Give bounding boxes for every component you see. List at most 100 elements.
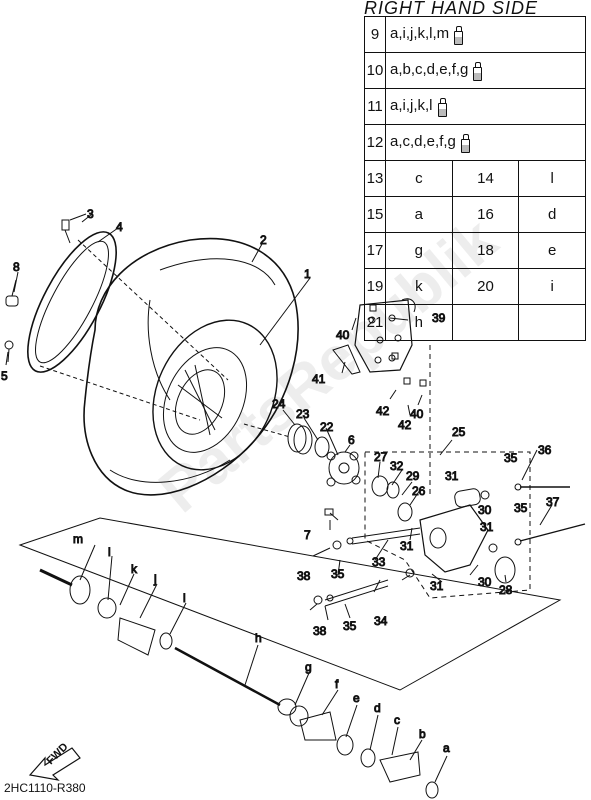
- tire: [83, 237, 299, 496]
- row-number: 17: [364, 232, 386, 269]
- label-f: f: [335, 677, 339, 691]
- grease-tube-icon: [473, 61, 483, 81]
- callout-24: 24: [272, 397, 286, 411]
- label-h: h: [255, 631, 262, 645]
- callout-31c: 31: [400, 539, 414, 553]
- callout-31a: 31: [445, 469, 459, 483]
- grease-tube-icon: [437, 97, 447, 117]
- table-row: 19 k 20 i: [364, 268, 586, 305]
- row-number: 9: [364, 16, 386, 53]
- row-number: 10: [364, 52, 386, 89]
- code-cell: a,i,j,k,l: [385, 88, 586, 125]
- callout-23: 23: [296, 407, 310, 421]
- row-number: 15: [364, 196, 386, 233]
- callout-4: 4: [116, 220, 123, 234]
- code-cell: a,i,j,k,l,m: [385, 16, 586, 53]
- callout-35b: 35: [514, 501, 528, 515]
- row-number: 16: [451, 196, 520, 233]
- callout-38a: 38: [297, 569, 311, 583]
- row-number: 19: [364, 268, 386, 305]
- callout-27: 27: [374, 450, 388, 464]
- table-header: RIGHT HAND SIDE: [364, 0, 539, 18]
- label-d: d: [374, 701, 381, 715]
- fwd-arrow: [28, 747, 81, 781]
- callout-5: 5: [1, 369, 8, 383]
- callout-31d: 31: [430, 579, 444, 593]
- label-g: g: [305, 660, 312, 674]
- nut-and-bolt: [4, 279, 19, 363]
- row-value: d: [518, 196, 586, 233]
- code-text: a,b,c,d,e,f,g: [390, 61, 469, 79]
- callout-30b: 30: [478, 575, 492, 589]
- callout-35a: 35: [504, 451, 518, 465]
- valve-stem: [61, 213, 87, 244]
- row-value: c: [385, 160, 453, 197]
- callout-29: 29: [406, 469, 420, 483]
- callout-25: 25: [452, 425, 466, 439]
- row-number: 12: [364, 124, 386, 161]
- code-text: a,i,j,k,l,m: [390, 25, 450, 43]
- callout-6: 6: [348, 433, 355, 447]
- callout-3: 3: [87, 207, 94, 221]
- table-row: 9 a,i,j,k,l,m: [364, 16, 586, 53]
- row-number: 13: [364, 160, 386, 197]
- code-text: a,c,d,e,f,g: [390, 133, 456, 151]
- label-a: a: [443, 741, 450, 755]
- callout-40a: 40: [336, 328, 350, 342]
- callout-numbers: 1 2 3 4 5 6 7 8 22 23 24 25 26 27 28 29 …: [1, 207, 561, 756]
- callout-31b: 31: [480, 520, 494, 534]
- diagram-code: 2HC1110-R380: [4, 781, 86, 795]
- table-row: 17 g 18 e: [364, 232, 586, 269]
- callout-28: 28: [499, 583, 513, 597]
- grease-tube-icon: [460, 133, 470, 153]
- row-number: 20: [451, 268, 520, 305]
- callout-37: 37: [546, 495, 560, 509]
- callout-35c: 35: [331, 567, 345, 581]
- callout-40b: 40: [410, 407, 424, 421]
- beadlock-ring: [27, 231, 117, 373]
- label-e: e: [353, 691, 360, 705]
- label-k: k: [131, 562, 138, 576]
- callout-1: 1: [304, 267, 311, 281]
- callout-42b: 42: [398, 418, 412, 432]
- callout-42a: 42: [376, 404, 390, 418]
- table-row: 10 a,b,c,d,e,f,g: [364, 52, 586, 89]
- hub-assembly: [243, 423, 361, 521]
- row-number: 14: [451, 160, 520, 197]
- code-text: a,i,j,k,l: [390, 97, 433, 115]
- table-row: 21 h: [364, 304, 586, 341]
- label-j: j: [153, 572, 157, 586]
- driveshaft-box: [18, 517, 562, 799]
- label-l: l: [108, 545, 111, 559]
- callout-32: 32: [390, 459, 404, 473]
- dashed-frame-25: [364, 451, 531, 599]
- row-number: [451, 304, 520, 341]
- row-value: l: [518, 160, 586, 197]
- trailing-arm: [313, 475, 586, 607]
- code-cell: a,c,d,e,f,g: [385, 124, 586, 161]
- callout-8: 8: [13, 260, 20, 274]
- table-row: 12 a,c,d,e,f,g: [364, 124, 586, 161]
- callout-22: 22: [320, 420, 334, 434]
- callout-41: 41: [312, 372, 326, 386]
- callout-26: 26: [412, 484, 426, 498]
- callout-7: 7: [304, 528, 311, 542]
- row-number: 18: [451, 232, 520, 269]
- table-row: 13 c 14 l: [364, 160, 586, 197]
- label-i: i: [183, 591, 186, 605]
- callout-35d: 35: [343, 619, 357, 633]
- callout-2: 2: [260, 233, 267, 247]
- row-value: g: [385, 232, 453, 269]
- row-value: i: [518, 268, 586, 305]
- row-number: 21: [364, 304, 386, 341]
- callout-36: 36: [538, 443, 552, 457]
- wheel-rim: [152, 319, 278, 471]
- callout-30a: 30: [478, 503, 492, 517]
- code-cell: a,b,c,d,e,f,g: [385, 52, 586, 89]
- row-value: h: [385, 304, 453, 341]
- table-row: 15 a 16 d: [364, 196, 586, 233]
- callout-33: 33: [372, 555, 386, 569]
- parts-reference-table: 9 a,i,j,k,l,m 10 a,b,c,d,e,f,g 11 a,i,j,…: [364, 16, 586, 341]
